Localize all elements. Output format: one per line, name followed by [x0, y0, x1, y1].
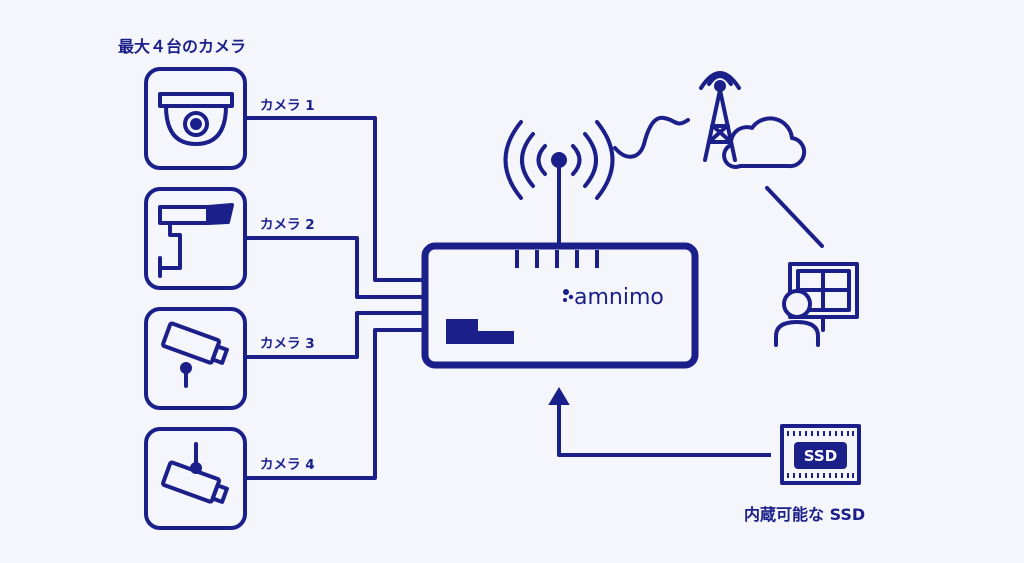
- camera-3-label: カメラ 3: [260, 336, 315, 352]
- device-vents: [515, 250, 599, 268]
- connection-wires: [245, 116, 425, 480]
- camera-4-box-icon: [144, 427, 247, 530]
- camera-3-box-icon: [144, 307, 247, 410]
- ssd-chip-label: SSD: [804, 447, 837, 465]
- ssd-pins: [787, 431, 854, 478]
- ssd-label: 内蔵可能な SSD: [744, 505, 866, 524]
- amnimo-logo-mark-icon: [563, 289, 574, 302]
- diagram-title: 最大４台のカメラ: [118, 37, 247, 56]
- device-brand-label: amnimo: [574, 285, 664, 310]
- camera-2-label: カメラ 2: [260, 217, 315, 233]
- cloud-icon: [722, 116, 807, 169]
- camera-1-dome-icon: [144, 67, 247, 170]
- wireless-signal-icon: [613, 115, 690, 159]
- ssd-card-icon: [780, 424, 861, 485]
- ssd-arrow: [548, 387, 771, 457]
- cell-tower-icon: [699, 71, 741, 162]
- operator-monitor-icon: [774, 262, 859, 347]
- cloud-link-line: [765, 186, 824, 248]
- device-port-icon: [446, 319, 514, 344]
- camera-2-bullet-icon: [144, 187, 247, 290]
- camera-4-label: カメラ 4: [260, 457, 315, 473]
- camera-1-label: カメラ 1: [260, 98, 315, 114]
- wifi-antenna-icon: [503, 120, 615, 248]
- gateway-device: [421, 242, 699, 369]
